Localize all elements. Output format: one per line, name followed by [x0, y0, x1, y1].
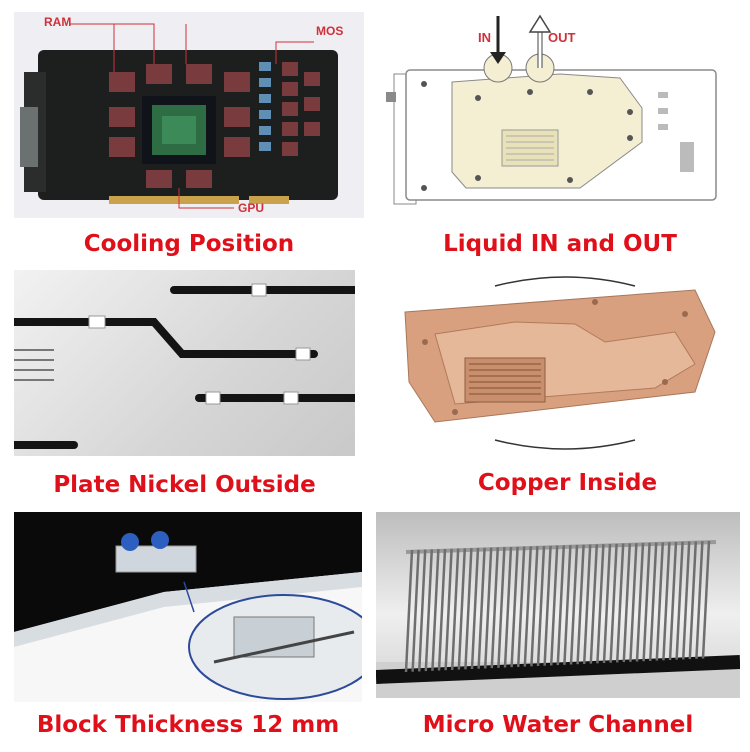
caption-micro-channel: Micro Water Channel — [422, 712, 694, 738]
liquid-in-out-diagram: IN OUT — [380, 12, 740, 218]
pcb-cooling-photo: RAM MOS GPU — [14, 12, 364, 218]
copper-inside-photo — [395, 272, 740, 454]
in-label: IN — [478, 30, 491, 45]
gpu-label: GPU — [238, 201, 265, 215]
block-thickness-photo — [14, 512, 362, 702]
caption-copper-inside: Copper Inside — [477, 470, 658, 496]
caption-liquid-in-out: Liquid IN and OUT — [443, 231, 677, 257]
caption-block-thickness: Block Thickness 12 mm — [36, 712, 340, 738]
caption-plate-nickel: Plate Nickel Outside — [53, 472, 316, 498]
caption-cooling-position: Cooling Position — [83, 231, 295, 257]
ram-label: RAM — [44, 15, 72, 29]
mos-label: MOS — [316, 24, 344, 38]
plate-nickel-photo — [14, 270, 355, 456]
out-label: OUT — [548, 30, 576, 45]
micro-water-channel-photo — [376, 512, 740, 698]
